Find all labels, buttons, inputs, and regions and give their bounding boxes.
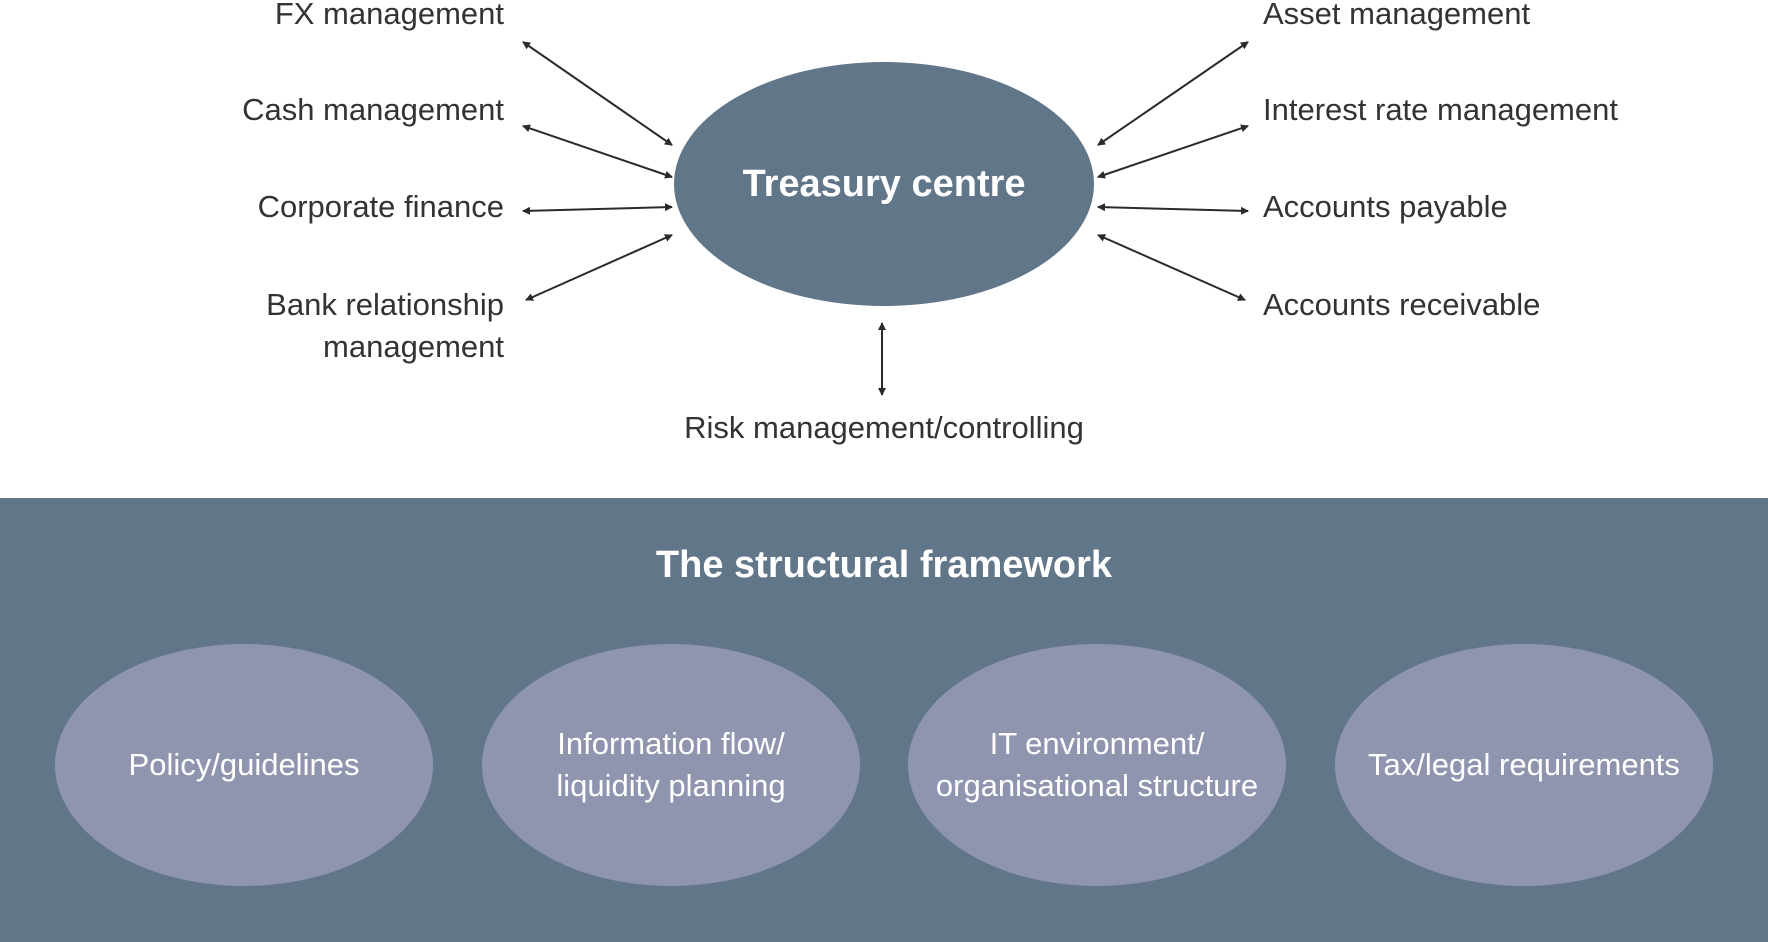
framework-title: The structural framework [655, 544, 1113, 586]
treasury-centre-node: Treasury centre [674, 62, 1094, 306]
framework-item-label: Tax/legal requirements [1368, 747, 1680, 782]
arrow-asset [1097, 41, 1249, 146]
label-bank-relationship-management: Bank relationship management [266, 287, 504, 364]
label-asset-management: Asset management [1263, 0, 1531, 31]
arrow-corporate [522, 203, 673, 215]
structural-framework-panel: The structural framework Policy/guidelin… [0, 498, 1768, 942]
arrow-layer [522, 41, 1249, 396]
framework-item-information-flow: Information flow/ liquidity planning [482, 644, 860, 886]
label-fx-management: FX management [274, 0, 504, 31]
label-corporate-finance: Corporate finance [257, 189, 504, 224]
arrow-payable [1097, 203, 1249, 215]
label-accounts-payable: Accounts payable [1263, 189, 1508, 224]
arrow-bank [525, 234, 673, 301]
framework-item-tax-legal: Tax/legal requirements [1335, 644, 1713, 886]
treasury-diagram: FX management Cash management Corporate … [242, 0, 1618, 445]
arrow-receivable [1097, 234, 1246, 301]
arrow-cash [522, 124, 673, 179]
label-risk-management: Risk management/controlling [684, 410, 1084, 445]
framework-item-policy: Policy/guidelines [55, 644, 433, 886]
label-interest-rate-management: Interest rate management [1263, 92, 1618, 127]
framework-item-label: Information flow/ liquidity planning [556, 726, 786, 803]
arrow-interest [1097, 124, 1249, 179]
label-cash-management: Cash management [242, 92, 504, 127]
arrow-fx [522, 41, 673, 146]
label-accounts-receivable: Accounts receivable [1263, 287, 1541, 322]
framework-item-label: Policy/guidelines [128, 747, 360, 782]
framework-item-label: IT environment/ organisational structure [935, 726, 1259, 803]
framework-item-it-environment: IT environment/ organisational structure [908, 644, 1286, 886]
treasury-centre-label: Treasury centre [742, 162, 1026, 205]
